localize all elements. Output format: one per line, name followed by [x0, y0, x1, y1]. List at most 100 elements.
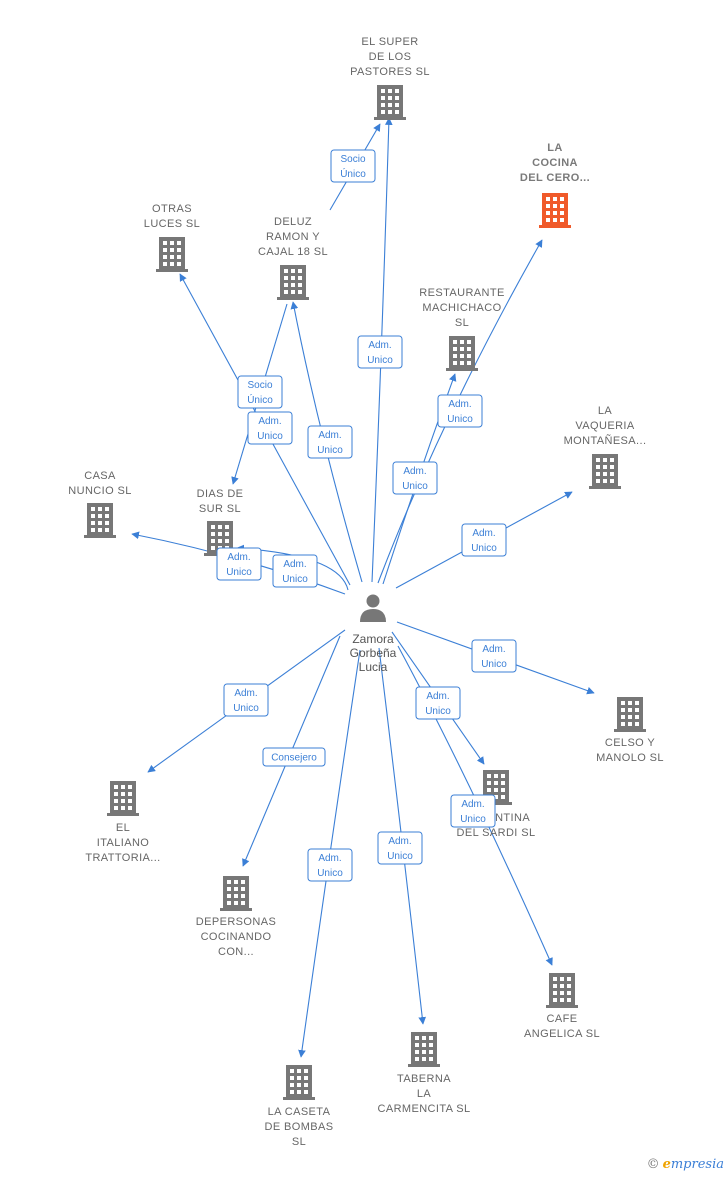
edge-label-box — [377, 831, 423, 865]
edge-label-depersonas[interactable]: Consejero — [262, 747, 326, 767]
company-name-line: RESTAURANTE — [419, 287, 504, 299]
edge-label-text: Adm. — [318, 853, 341, 864]
company-name-line: CELSO Y — [605, 737, 656, 749]
edge-label-celso[interactable]: Adm. Unico — [471, 639, 517, 673]
company-name-line: SL — [455, 317, 469, 329]
edge-label-box — [461, 523, 507, 557]
edge-label-cafe[interactable]: Adm.Unico — [450, 794, 496, 828]
edge-label-box — [262, 747, 326, 767]
company-node-vaqueria[interactable]: LAVAQUERIAMONTAÑESA... — [564, 405, 647, 489]
company-name-line: PASTORES SL — [350, 66, 430, 78]
edge-label-text: Socio — [247, 380, 272, 391]
company-node-dias[interactable]: DIAS DE SUR SL — [197, 488, 244, 556]
company-name-line: CARMENCITA SL — [377, 1103, 470, 1115]
company-name-line: CON... — [218, 946, 254, 958]
edge-label-box — [437, 394, 483, 428]
company-node-machichaco[interactable]: RESTAURANTE MACHICHACO SL — [419, 287, 504, 371]
company-name-line: ITALIANO — [97, 837, 150, 849]
edge-label-cantina[interactable]: Adm. Unico — [415, 686, 461, 720]
building-icon — [589, 454, 621, 489]
edge-label-text: Unico — [282, 574, 308, 585]
building-icon — [277, 265, 309, 300]
company-node-italiano[interactable]: EL ITALIANO TRATTORIA... — [85, 781, 160, 864]
edge-label-italiano[interactable]: Adm. Unico — [223, 683, 269, 717]
person-icon-body — [360, 609, 386, 622]
company-node-caseta[interactable]: LA CASETA DE BOMBAS SL — [264, 1065, 333, 1148]
company-name-line: OTRAS — [152, 203, 192, 215]
company-name-line: DIAS DE — [197, 488, 244, 500]
company-name-line: EL — [116, 822, 130, 834]
edge-label-box — [415, 686, 461, 720]
company-name-line: LUCES SL — [144, 218, 200, 230]
company-name-line: LA CASETA — [268, 1106, 331, 1118]
building-icon — [539, 193, 571, 228]
edge-label-text: Adm. — [472, 528, 495, 539]
edge-label-text: Consejero — [271, 753, 317, 764]
edge-label-casa[interactable]: Adm. Unico — [216, 547, 262, 581]
building-icon — [374, 85, 406, 120]
edge-label-text: Unico — [233, 703, 259, 714]
edge-label-text: Adm. — [448, 399, 471, 410]
company-name-line: MACHICHACO — [422, 302, 501, 314]
edge-label-text: Adm. — [234, 688, 257, 699]
company-name-line: TABERNA — [397, 1073, 451, 1085]
person-name-line: Zamora — [352, 632, 394, 646]
company-node-celso[interactable]: CELSO Y MANOLO SL — [596, 697, 664, 764]
edge-label-box — [272, 554, 318, 588]
building-icon — [614, 697, 646, 732]
edge-label-super[interactable]: Adm.Unico — [357, 335, 403, 369]
building-icon — [408, 1032, 440, 1067]
edge-label-text: Unico — [367, 355, 393, 366]
empresia-watermark[interactable]: ©empresia — [647, 1157, 724, 1172]
company-name-line: COCINA — [532, 157, 578, 169]
edge-label-text: Adm. — [283, 559, 306, 570]
edge-label-text: Adm. — [426, 691, 449, 702]
company-node-taberna[interactable]: TABERNA LA CARMENCITA SL — [377, 1032, 470, 1115]
edge-label-box — [307, 848, 353, 882]
edge-label-box — [216, 547, 262, 581]
edge-label-vaqueria[interactable]: Adm.Unico — [461, 523, 507, 557]
edge-label-text: Unico — [387, 851, 413, 862]
company-name-line: DEPERSONAS — [196, 916, 276, 928]
edge-label-box — [392, 461, 438, 495]
company-name-line: TRATTORIA... — [85, 852, 160, 864]
edge-label-dias[interactable]: Adm. Unico — [272, 554, 318, 588]
edge-label-box — [357, 335, 403, 369]
company-node-depersonas[interactable]: DEPERSONASCOCINANDOCON... — [196, 876, 276, 958]
company-name-line: DE BOMBAS — [264, 1121, 333, 1133]
edge-label-taberna[interactable]: Adm.Unico — [377, 831, 423, 865]
edge-label-deluz[interactable]: Adm.Unico — [307, 425, 353, 459]
company-name-line: CAJAL 18 SL — [258, 246, 328, 258]
company-name-line: LA — [547, 142, 562, 154]
edge-label-text: Unico — [481, 659, 507, 670]
edge-label-box — [471, 639, 517, 673]
edge-label-text: Unico — [425, 706, 451, 717]
company-name-line: MANOLO SL — [596, 752, 664, 764]
company-name-line: SUR SL — [199, 503, 241, 515]
company-name-line: RAMON Y — [266, 231, 320, 243]
edge-label-caseta[interactable]: Adm. Unico — [307, 848, 353, 882]
edge-label-text: Adm. — [482, 644, 505, 655]
company-node-otras[interactable]: OTRAS LUCES SL — [144, 203, 200, 272]
edge-label-text: Unico — [460, 814, 486, 825]
edge-label-text: Unico — [226, 567, 252, 578]
company-name-line: SL — [292, 1136, 306, 1148]
edge-label-otras[interactable]: Adm.Unico — [247, 411, 293, 445]
edge-label-machichaco[interactable]: Adm.Unico — [392, 461, 438, 495]
edge-label-box — [237, 375, 283, 409]
company-name-line: LA — [417, 1088, 432, 1100]
edge-label-cocina[interactable]: Adm.Unico — [437, 394, 483, 428]
edge-label-text: Unico — [317, 868, 343, 879]
edge-to-taberna — [378, 647, 427, 1025]
edge-label-text: Adm. — [227, 552, 250, 563]
company-name-line: DE LOS — [369, 51, 412, 63]
